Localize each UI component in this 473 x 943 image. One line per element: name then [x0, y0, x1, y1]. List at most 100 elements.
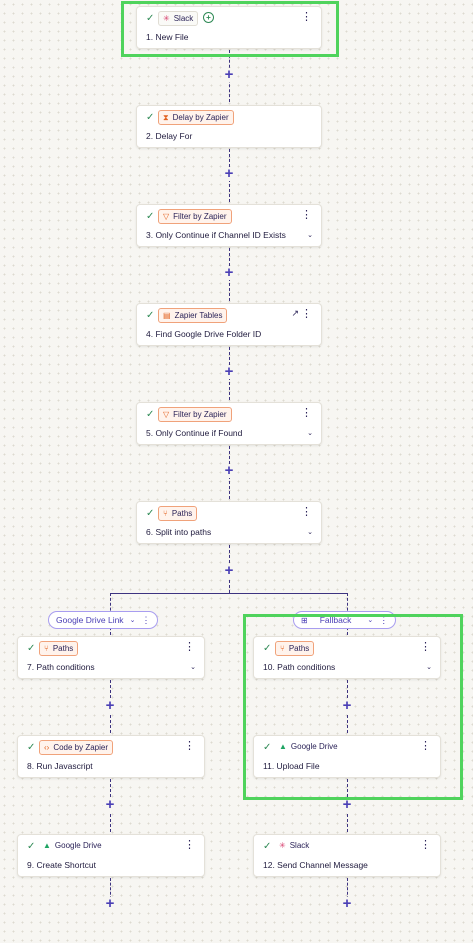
slack-icon: ✳: [279, 840, 286, 850]
path-pill-label: Fallback: [319, 615, 352, 625]
app-name: Filter by Zapier: [173, 212, 227, 221]
step-card-6[interactable]: ✓ ⑂ Paths ⋮ 6. Split into paths ⌄: [136, 501, 322, 544]
check-icon: ✓: [27, 742, 36, 753]
step-card-7[interactable]: ✓ ⑂ Paths ⋮ 7. Path conditions ⌄: [17, 636, 205, 679]
step-card-12[interactable]: ✓ ✳ Slack ⋮ 12. Send Channel Message: [253, 834, 441, 877]
google-drive-icon: ▲: [279, 741, 287, 751]
chevron-down-icon[interactable]: ⌄: [129, 617, 136, 624]
step-card-11[interactable]: ✓ ▲ Google Drive ⋮ 11. Upload File: [253, 735, 441, 778]
add-step-button[interactable]: +: [103, 896, 117, 911]
app-name: Paths: [288, 644, 310, 653]
step-title: 12. Send Channel Message: [263, 860, 368, 870]
connector-line: [110, 878, 111, 904]
check-icon: ✓: [263, 643, 272, 654]
app-badge: ‹› Code by Zapier: [39, 740, 114, 755]
more-options-icon[interactable]: ⋮: [420, 641, 431, 653]
external-link-icon[interactable]: ↗: [291, 308, 299, 318]
step-card-1[interactable]: ✓ ✳ Slack + ⋮ 1. New File: [136, 6, 322, 49]
step-card-5[interactable]: ✓ ▽ Filter by Zapier ⋮ 5. Only Continue …: [136, 402, 322, 445]
slack-icon: ✳: [163, 13, 170, 23]
step-title: 9. Create Shortcut: [27, 860, 96, 870]
connector-line: [347, 878, 348, 904]
more-options-icon[interactable]: ⋮: [301, 407, 312, 419]
app-badge: ⑂ Paths: [39, 641, 79, 656]
check-icon: ✓: [146, 13, 155, 24]
chevron-down-icon[interactable]: ⌄: [307, 232, 313, 239]
app-name: Paths: [171, 509, 193, 518]
chevron-down-icon[interactable]: ⌄: [426, 664, 432, 671]
step-title: 10. Path conditions: [263, 662, 336, 672]
paths-icon: ⑂: [280, 643, 285, 653]
app-name: Google Drive: [290, 742, 338, 751]
app-badge: ⑂ Paths: [158, 506, 198, 521]
more-options-icon[interactable]: ⋮: [184, 641, 195, 653]
more-options-icon[interactable]: ⋮: [420, 740, 431, 752]
app-name: Code by Zapier: [53, 743, 109, 752]
chevron-down-icon[interactable]: ⌄: [367, 617, 374, 624]
check-icon: ✓: [263, 841, 272, 852]
step-card-4[interactable]: ✓ ▤ Zapier Tables ↗ ⋮ 4. Find Google Dri…: [136, 303, 322, 346]
app-badge: ✳ Slack: [158, 11, 199, 26]
code-icon: ‹›: [44, 742, 50, 752]
check-icon: ✓: [146, 409, 155, 420]
hourglass-icon: ⧗: [163, 112, 169, 122]
app-badge: ✳ Slack: [275, 839, 313, 852]
app-name: Slack: [289, 841, 310, 850]
add-step-button[interactable]: +: [340, 797, 354, 812]
app-badge: ▽ Filter by Zapier: [158, 209, 232, 224]
more-options-icon[interactable]: ⋮: [301, 11, 312, 23]
chevron-down-icon[interactable]: ⌄: [307, 430, 313, 437]
plus-circle-icon: +: [203, 12, 214, 23]
path-pill-fallback[interactable]: ⊞ Fallback ⌄ ⋮: [293, 611, 397, 629]
add-step-button[interactable]: +: [340, 698, 354, 713]
add-step-button[interactable]: +: [222, 67, 236, 82]
add-step-button[interactable]: +: [103, 698, 117, 713]
table-icon: ▤: [163, 310, 171, 320]
app-name: Filter by Zapier: [173, 410, 227, 419]
more-options-icon[interactable]: ⋮: [379, 614, 389, 625]
step-title: 4. Find Google Drive Folder ID: [146, 329, 262, 339]
check-icon: ✓: [146, 211, 155, 222]
check-icon: ✓: [146, 112, 155, 123]
add-step-button[interactable]: +: [222, 265, 236, 280]
step-card-2[interactable]: ✓ ⧗ Delay by Zapier 2. Delay For: [136, 105, 322, 148]
more-options-icon[interactable]: ⋮: [141, 614, 151, 625]
chevron-down-icon[interactable]: ⌄: [190, 664, 196, 671]
add-step-button[interactable]: +: [103, 797, 117, 812]
app-badge: ⑂ Paths: [275, 641, 315, 656]
more-options-icon[interactable]: ⋮: [301, 308, 312, 320]
step-card-10[interactable]: ✓ ⑂ Paths ⋮ 10. Path conditions ⌄: [253, 636, 441, 679]
app-badge: ▲ Google Drive: [39, 839, 106, 852]
more-options-icon[interactable]: ⋮: [184, 740, 195, 752]
add-step-button[interactable]: +: [222, 166, 236, 181]
step-card-8[interactable]: ✓ ‹› Code by Zapier ⋮ 8. Run Javascript: [17, 735, 205, 778]
branch-line: [110, 593, 348, 594]
step-title: 8. Run Javascript: [27, 761, 93, 771]
more-options-icon[interactable]: ⋮: [301, 506, 312, 518]
google-drive-icon: ▲: [43, 840, 51, 850]
step-title: 5. Only Continue if Found: [146, 428, 243, 438]
app-badge: ▤ Zapier Tables: [158, 308, 228, 323]
branch-icon: ⊞: [301, 615, 308, 625]
more-options-icon[interactable]: ⋮: [420, 839, 431, 851]
chevron-down-icon[interactable]: ⌄: [307, 529, 313, 536]
step-title: 2. Delay For: [146, 131, 193, 141]
step-card-9[interactable]: ✓ ▲ Google Drive ⋮ 9. Create Shortcut: [17, 834, 205, 877]
path-pill-google-drive-link[interactable]: Google Drive Link ⌄ ⋮: [48, 611, 159, 629]
add-step-button[interactable]: +: [222, 463, 236, 478]
app-name: Google Drive: [54, 841, 102, 850]
add-step-button[interactable]: +: [222, 364, 236, 379]
add-step-button[interactable]: +: [222, 563, 236, 578]
app-name: Delay by Zapier: [172, 113, 229, 122]
app-name: Paths: [52, 644, 74, 653]
app-name: Zapier Tables: [174, 311, 223, 320]
add-step-button[interactable]: +: [340, 896, 354, 911]
check-icon: ✓: [27, 643, 36, 654]
app-badge: ⧗ Delay by Zapier: [158, 110, 234, 125]
step-title: 6. Split into paths: [146, 527, 212, 537]
step-card-3[interactable]: ✓ ▽ Filter by Zapier ⋮ 3. Only Continue …: [136, 204, 322, 247]
more-options-icon[interactable]: ⋮: [301, 209, 312, 221]
more-options-icon[interactable]: ⋮: [184, 839, 195, 851]
check-icon: ✓: [146, 310, 155, 321]
step-title: 7. Path conditions: [27, 662, 95, 672]
